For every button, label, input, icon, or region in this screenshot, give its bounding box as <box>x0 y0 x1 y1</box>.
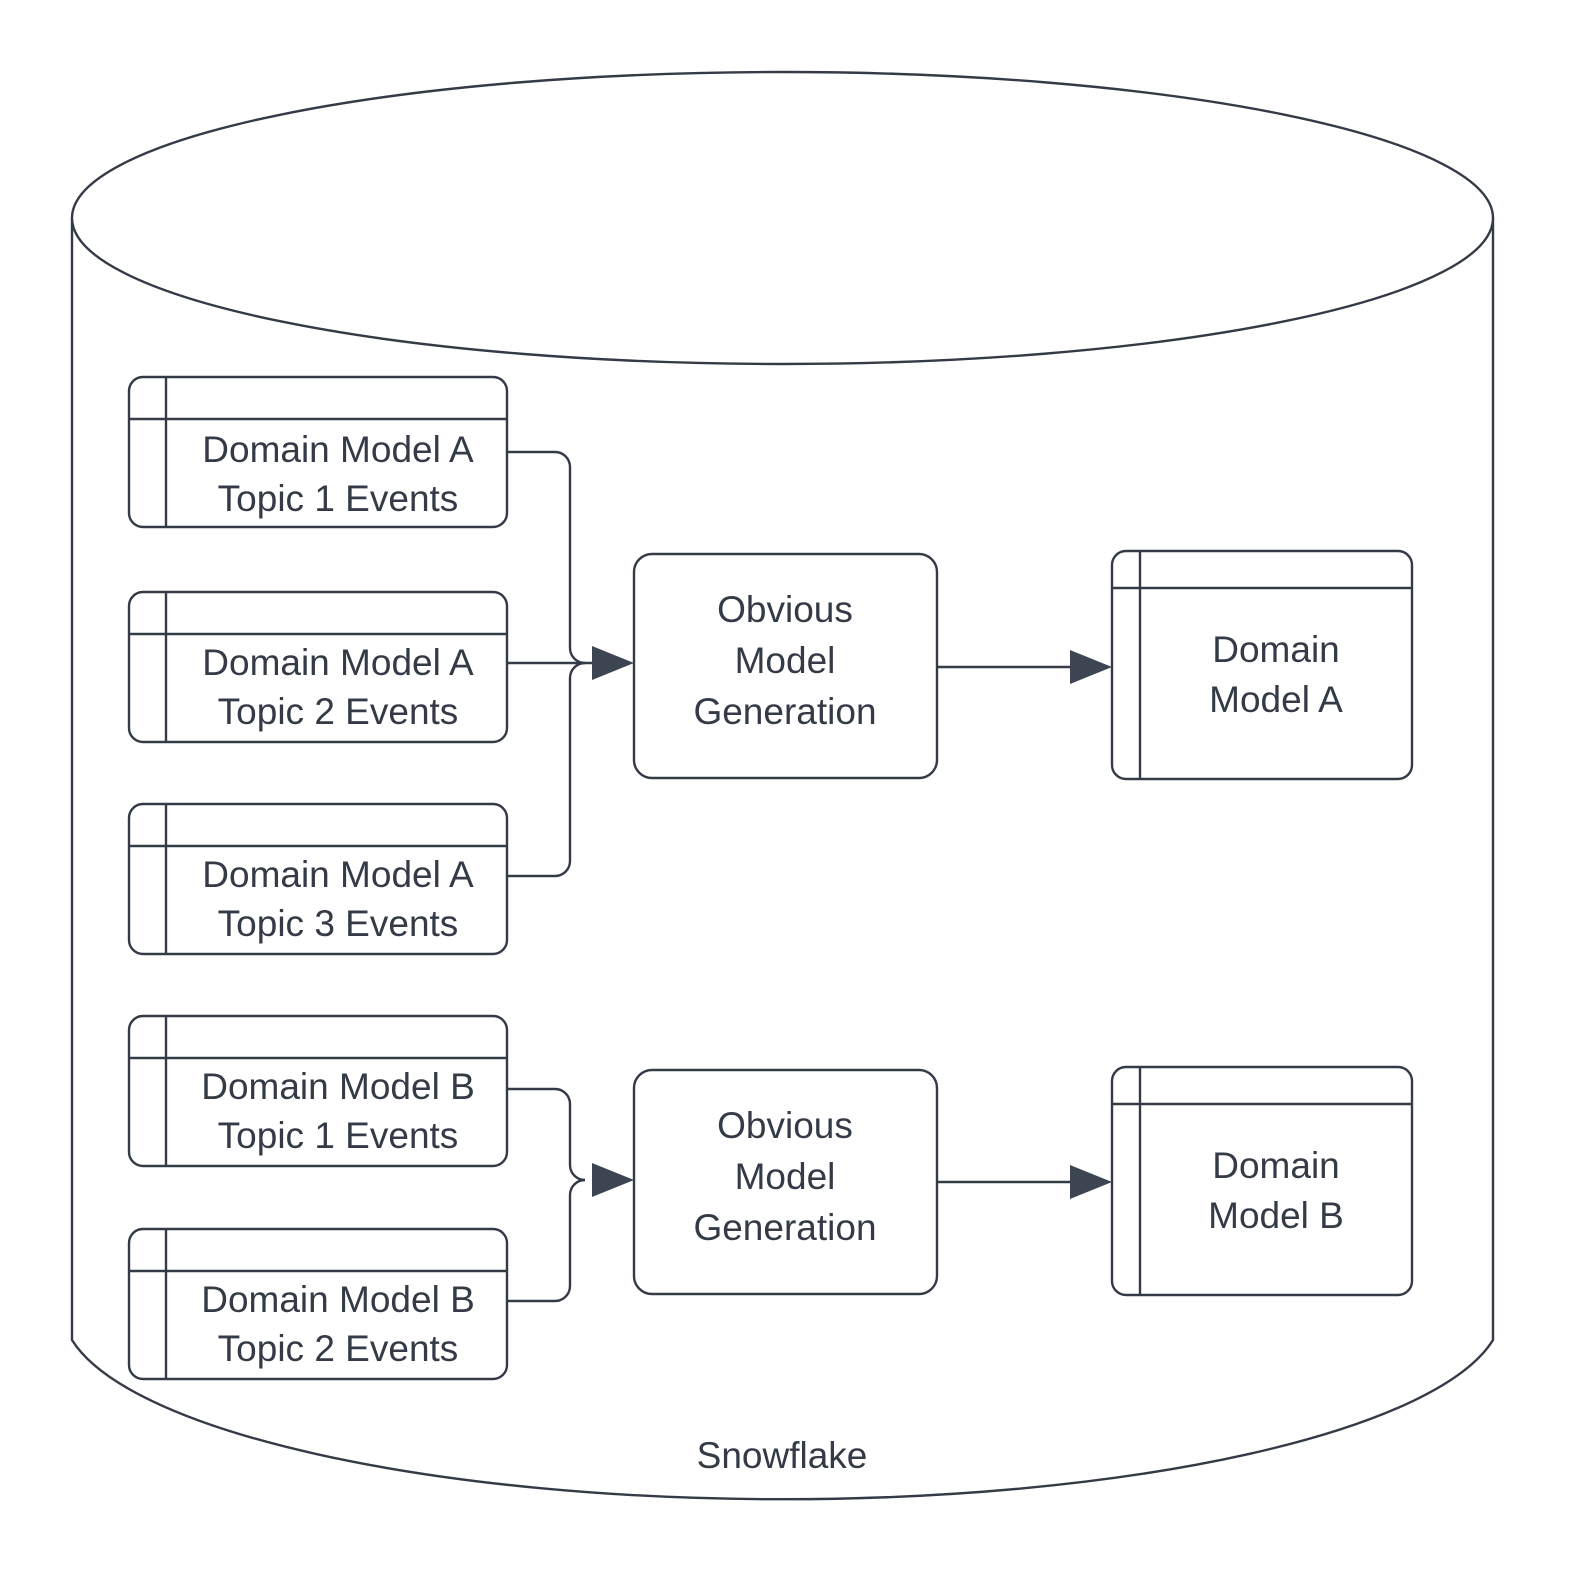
table-shape-body <box>127 1227 509 1381</box>
edge-b1-to-process <box>507 1087 586 1182</box>
source-node-a2-line2: Topic 2 Events <box>218 691 459 732</box>
process-node-b[interactable]: Obvious Model Generation <box>632 1068 939 1296</box>
arrowhead-icon <box>1070 650 1112 684</box>
process-node-b-line2: Model <box>735 1156 836 1197</box>
edge-process-a-to-output-a <box>937 650 1112 684</box>
source-node-a3[interactable]: Domain Model A Topic 3 Events <box>127 802 509 956</box>
output-node-a-line1: Domain <box>1212 629 1340 670</box>
edge-a2-to-process <box>507 646 634 680</box>
source-node-a3-line1: Domain Model A <box>202 854 474 895</box>
cylinder-label: Snowflake <box>697 1435 868 1476</box>
table-shape-body <box>1110 549 1414 781</box>
source-node-a1[interactable]: Domain Model A Topic 1 Events <box>127 375 509 529</box>
output-node-b-line2: Model B <box>1208 1195 1344 1236</box>
source-node-a2[interactable]: Domain Model A Topic 2 Events <box>127 590 509 744</box>
output-node-a[interactable]: Domain Model A <box>1110 549 1414 781</box>
source-node-b1-line1: Domain Model B <box>201 1066 475 1107</box>
process-node-b-line3: Generation <box>693 1207 876 1248</box>
table-shape-body <box>127 1014 509 1168</box>
arrowhead-icon <box>592 1163 634 1197</box>
edge-a1-to-process <box>507 450 586 665</box>
edge-a3-to-process <box>507 661 586 878</box>
process-node-a[interactable]: Obvious Model Generation <box>632 552 939 780</box>
arrowhead-icon <box>592 646 634 680</box>
source-node-a3-line2: Topic 3 Events <box>218 903 459 944</box>
source-node-a1-line2: Topic 1 Events <box>218 478 459 519</box>
source-node-b1[interactable]: Domain Model B Topic 1 Events <box>127 1014 509 1168</box>
cylinder-top-ellipse <box>70 70 1495 366</box>
process-node-a-line1: Obvious <box>717 589 853 630</box>
source-node-b2-line1: Domain Model B <box>201 1279 475 1320</box>
table-shape-body <box>1110 1065 1414 1297</box>
source-node-b2-line2: Topic 2 Events <box>218 1328 459 1369</box>
table-shape-body <box>127 590 509 744</box>
output-node-b[interactable]: Domain Model B <box>1110 1065 1414 1297</box>
source-node-a2-line1: Domain Model A <box>202 642 474 683</box>
table-shape-body <box>127 802 509 956</box>
edge-process-b-to-output-b <box>937 1165 1112 1199</box>
output-node-b-line1: Domain <box>1212 1145 1340 1186</box>
process-node-a-line2: Model <box>735 640 836 681</box>
process-node-b-line1: Obvious <box>717 1105 853 1146</box>
source-node-b1-line2: Topic 1 Events <box>218 1115 459 1156</box>
source-node-a1-line1: Domain Model A <box>202 429 474 470</box>
output-node-a-line2: Model A <box>1209 679 1343 720</box>
edge-b2-to-process <box>507 1163 634 1303</box>
arrowhead-icon <box>1070 1165 1112 1199</box>
source-node-b2[interactable]: Domain Model B Topic 2 Events <box>127 1227 509 1381</box>
process-node-a-line3: Generation <box>693 691 876 732</box>
